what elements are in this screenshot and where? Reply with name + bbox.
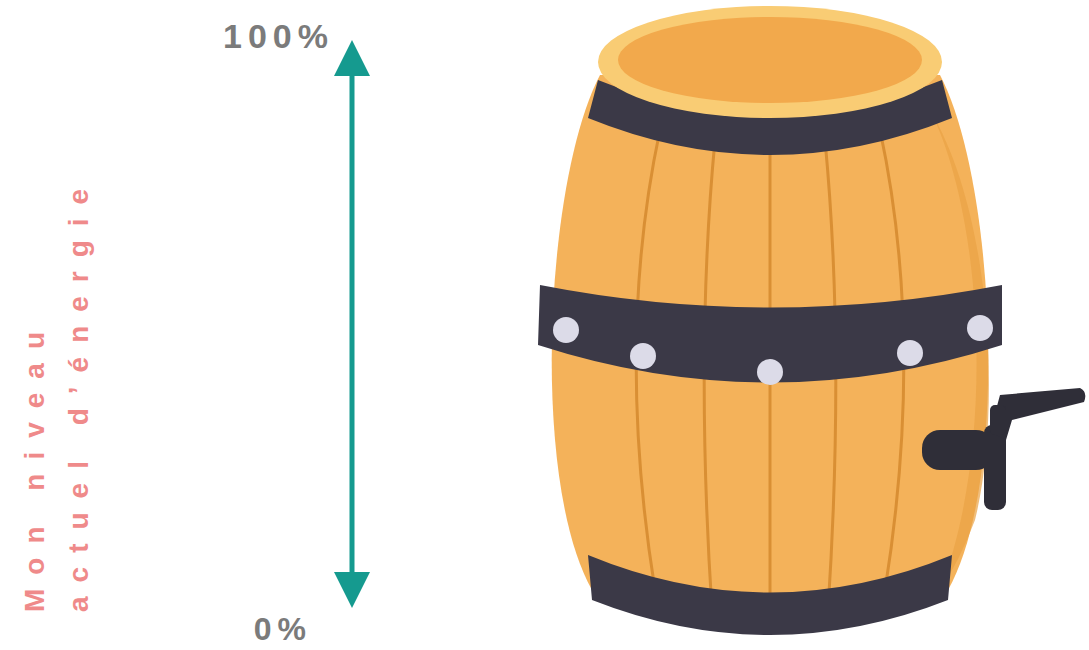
barrel-rivets [553,315,993,385]
arrow-shaft [350,70,355,580]
barrel-bottom-hoop [588,555,952,635]
axis-title: Mon niveau actuel d’énergie [13,154,101,612]
arrow-head-top [334,40,370,76]
energy-scale-arrow [334,40,370,608]
scale-min-label: 0% [196,612,312,646]
barrel-opening [618,17,922,103]
barrel-tap [922,388,1085,510]
barrel-rim [598,6,942,118]
barrel-illustration [538,6,1085,635]
scale-max-label: 100% [150,16,334,56]
arrow-head-bottom [334,572,370,608]
